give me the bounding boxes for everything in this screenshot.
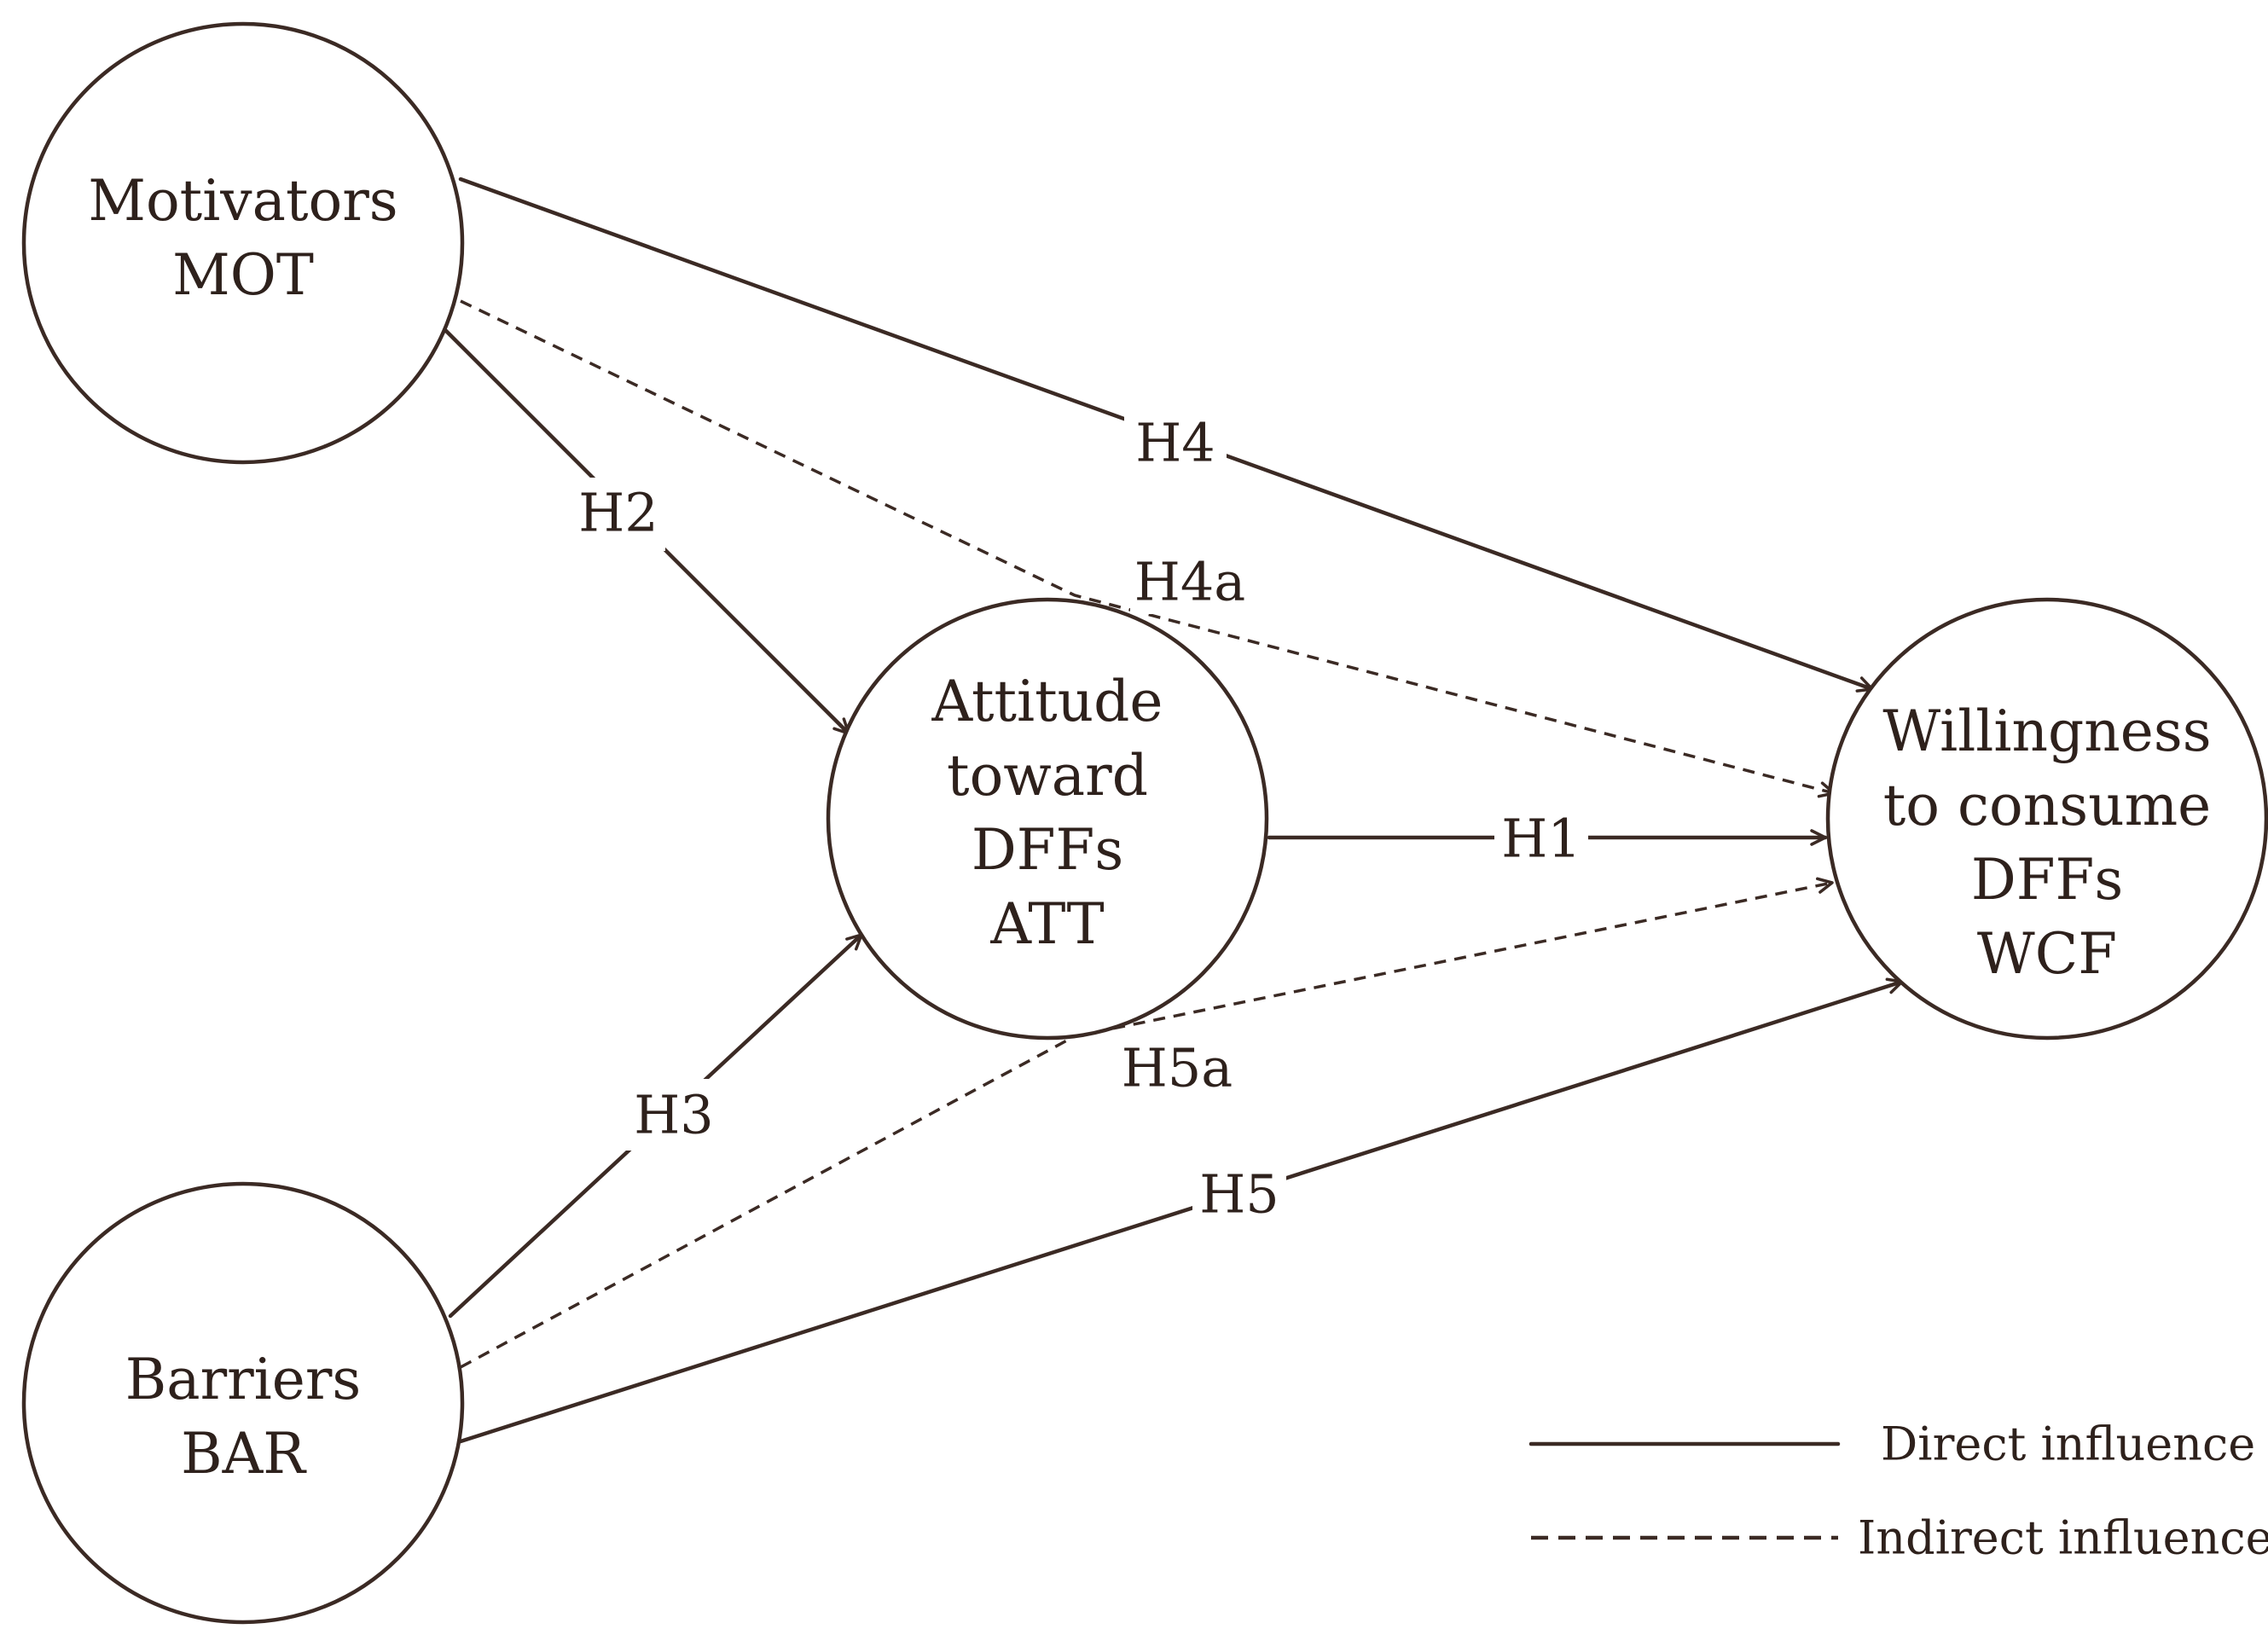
node-label-mot-line1: Motivators [88,168,397,234]
node-circle-mot [21,21,465,465]
node-label-att-line1: Attitude [931,669,1163,734]
node-label-att-line2: toward [947,743,1148,809]
edge-label-h4a: H4a [1134,551,1245,613]
edge-h4a-mot-to-wcf [460,299,1836,798]
legend-direct-label: Direct influence [1881,1417,2255,1471]
node-circle-bar [21,1181,465,1625]
edge-label-h1: H1 [1501,808,1581,870]
legend: Direct influence Indirect influence [1528,1417,2268,1565]
node-label-wcf-line3: DFFs [1971,847,2123,913]
node-circle-wcf [1825,597,2268,1041]
edge-label-h5a: H5a [1122,1037,1233,1099]
edge-labels-layer: H4 H2 H4a H1 H3 H5a H5 [571,408,1588,1230]
node-mot: Motivators MOT [21,21,465,465]
edge-label-h5: H5 [1199,1163,1279,1226]
edge-label-h2: H2 [578,482,658,544]
node-label-bar-line1: Barriers [125,1347,362,1412]
node-label-mot-line2: MOT [172,242,314,308]
node-label-wcf-line1: Willingness [1882,699,2211,764]
node-label-att-line3: DFFs [972,817,1123,883]
edge-h5-bar-to-wcf [458,977,1905,1444]
node-label-att-line4: ATT [989,891,1104,957]
legend-indirect-label: Indirect influence [1858,1511,2268,1565]
node-bar: Barriers BAR [21,1181,465,1625]
node-att: Attitude toward DFFs ATT [826,597,1269,1041]
node-label-wcf-line2: to consume [1883,773,2211,838]
edge-label-h4: H4 [1135,412,1215,474]
edge-label-h3: H3 [634,1084,714,1146]
node-wcf: Willingness to consume DFFs WCF [1825,597,2268,1041]
node-circle-att [826,597,1269,1041]
node-label-wcf-line4: WCF [1977,921,2117,987]
node-label-bar-line2: BAR [181,1421,307,1487]
